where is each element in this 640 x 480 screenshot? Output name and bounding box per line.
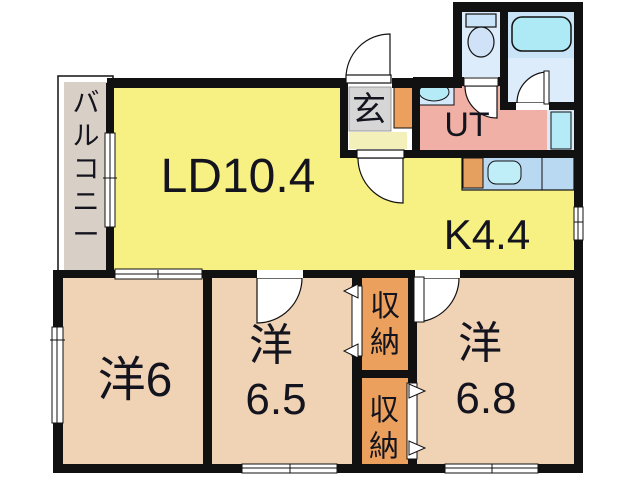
front-door-panel [345,74,392,84]
toilet-door-arc [464,85,498,119]
stove-icon [462,157,484,189]
entrance-hall [344,78,414,150]
living-dining-label: LD10.4 [161,150,316,203]
bedroom-left [63,278,203,464]
window-bottom-right [444,463,539,474]
bedroom-mid-size: 6.5 [245,375,306,424]
balcony-label: バルコニー [73,88,100,250]
bedroom-mid-door-arc [256,277,303,324]
closet-upper [362,278,408,370]
window-bottom-mid [241,463,338,474]
living-door-arc [357,157,404,204]
window-left [50,326,65,424]
doors [256,33,550,324]
sliding-door-living-bedroom [114,268,203,280]
bedroom-right-door-opening [415,271,460,278]
balcony [57,75,114,275]
bedroom-mid-door-opening [257,271,303,278]
kitchen-counter [461,156,575,191]
toilet-icon [465,13,497,58]
window-right-kitchen [573,206,584,241]
closet-lower [362,378,408,464]
closet-lower-label: 収納 [369,394,399,464]
windows [50,132,584,474]
entrance-floor-mat [348,86,392,132]
bathroom [508,12,574,102]
front-door-arc [345,33,391,79]
bedroom-right-label: 洋 [458,319,502,368]
toilet-room [462,12,500,77]
closet-door-fold-upper [342,283,363,359]
washing-machine-icon [547,108,574,152]
closet-upper-label: 収納 [370,290,400,360]
toilet-door-panel [463,77,499,87]
closet-door-fold-lower [406,382,427,460]
bedroom-mid-label: 洋 [249,321,293,370]
kitchen-label: K4.4 [444,211,530,258]
bath-door-opening [516,103,549,110]
bedroom-left-label: 洋6 [98,354,173,407]
utility-label: UT [444,106,489,144]
balcony-floor [64,82,108,270]
bathtub-icon [511,16,572,52]
kitchen-sink-icon [487,160,522,185]
bedroom-right-size: 6.8 [455,374,516,423]
balcony-window [103,132,117,228]
entrance-step [349,132,407,149]
living-door-panel [356,149,405,159]
bedroom-right-door-panel [413,276,425,323]
bath-door-panel [543,70,550,105]
entrance-door-panel [393,81,414,129]
entrance-label: 玄 [352,91,386,129]
